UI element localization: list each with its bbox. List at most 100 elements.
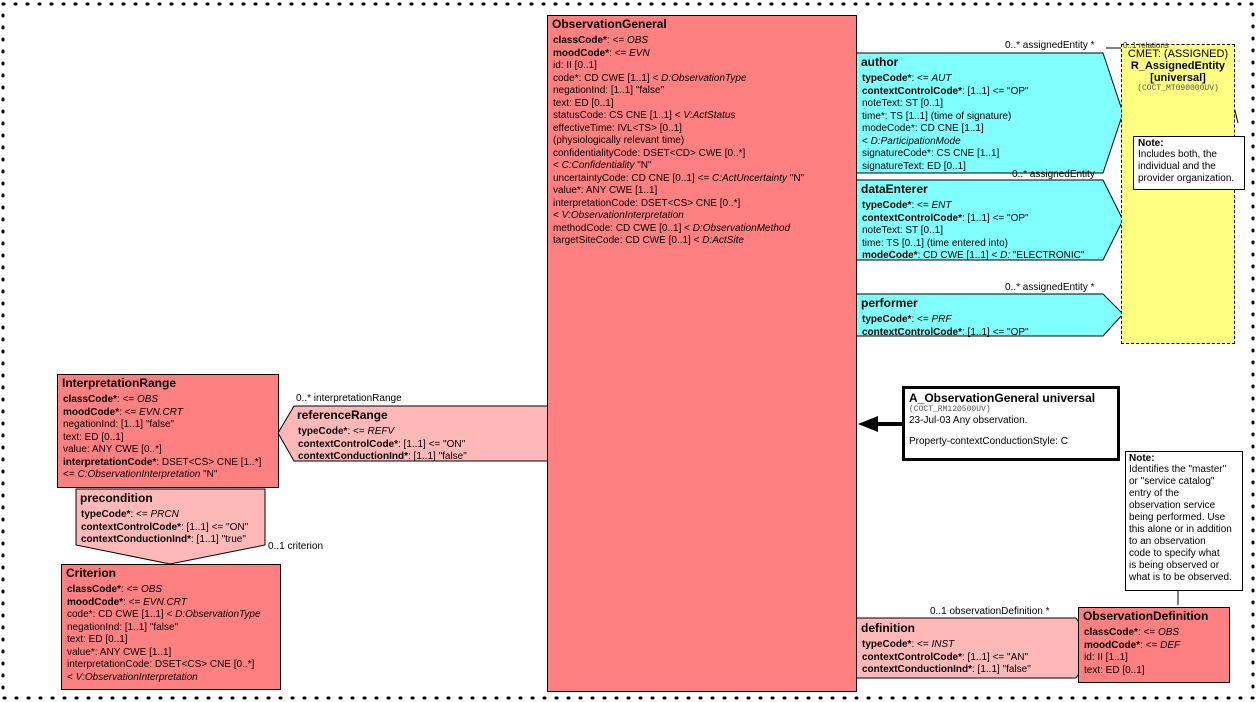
attribute-text: uncertaintyCode: CD CNE [0..1] <= (553, 172, 712, 184)
attribute-line: interpretationCode: DSET<CS> CNE [0..*] (548, 198, 856, 211)
note-line: to an observation (1129, 536, 1206, 547)
note-line: individual and the (1138, 161, 1216, 172)
attribute-line: contextControlCode*: [1..1] <= "OP" (857, 213, 1103, 226)
attribute-name: typeCode* (862, 314, 912, 325)
attribute-line: interpretationCode*: DSET<CS> CNE [1..*] (58, 457, 278, 470)
attribute-line: < C:Confidentiality "N" (548, 160, 856, 173)
attribute-text: signatureText: ED [0..1] (862, 160, 966, 172)
observation-definition-assoc-label: 0..1 observationDefinition * (930, 606, 1050, 617)
attribute-name: contextControlCode* (81, 521, 181, 533)
attribute-text: : [1..1] "false" (972, 664, 1031, 675)
attribute-text: modeCode*: CD CNE [1..1] (862, 123, 984, 134)
entry-point-style-line: Property-contextConductionStyle: C (909, 436, 1068, 447)
attribute-name: contextConductionInd* (862, 664, 972, 675)
attribute-line: negationInd: [1..1] "false" (62, 622, 280, 635)
attribute-domain: OBS (1157, 627, 1180, 638)
attribute-text: : <= (347, 426, 368, 437)
attribute-line: (physiologically relevant time) (548, 135, 856, 148)
attribute-text: : [1..1] "false" (408, 451, 467, 462)
attribute-text: negationInd: [1..1] "false" (553, 85, 665, 96)
attribute-name: moodCode* (63, 406, 120, 418)
attribute-text: : CD CWE [1..1] < (917, 250, 1001, 261)
attribute-name: typeCode* (862, 639, 912, 650)
attribute-line: text: ED [0..1] (548, 98, 856, 111)
attribute-line: text: ED [0..1] (1079, 665, 1229, 678)
attribute-line: id: II [0..1] (548, 60, 856, 73)
attribute-line: modeCode*: CD CWE [1..1] < D: "ELECTRONI… (857, 250, 1103, 263)
attribute-line: negationInd: [1..1] "false" (58, 419, 278, 432)
attribute-line: text: ED [0..1] (62, 634, 280, 647)
attribute-line: time: TS [0..1] (time entered into) (857, 238, 1103, 251)
attribute-line: code*: CD CWE [1..1] < D:ObservationType (62, 609, 280, 622)
note-line: what is to be observed. (1129, 572, 1232, 583)
attribute-text: : <= (911, 639, 932, 650)
attribute-domain: V:ObservationInterpretation (561, 210, 684, 221)
attribute-line: methodCode: CD CWE [0..1] < D:Observatio… (548, 223, 856, 236)
attribute-line: moodCode*: <= EVN (548, 48, 856, 61)
attribute-domain: D:ParticipationMode (870, 135, 961, 147)
criterion-assoc-label: 0..1 criterion (268, 541, 324, 552)
attribute-name: interpretationCode* (63, 456, 157, 468)
attribute-line: contextControlCode*: [1..1] <= "OP" (857, 86, 1103, 99)
attribute-name: typeCode* (298, 426, 348, 437)
attribute-line: typeCode*: <= PRF (857, 314, 1103, 327)
attribute-text: : <= (1140, 639, 1161, 651)
note-line: this alone or in addition (1129, 524, 1232, 535)
attribute-domain: EVN (629, 47, 650, 59)
attribute-line: contextConductionInd*: [1..1] "false" (857, 664, 1077, 677)
cmet-assigned-entity[interactable]: 0..1 relations CMET: (ASSIGNED) R_Assign… (1121, 41, 1235, 344)
cmet-code: (COCT_MT090000UV) (1137, 84, 1219, 93)
cmet-line3: [universal] (1150, 72, 1206, 84)
attribute-line: value: ANY CWE [0..*] (58, 444, 278, 457)
attribute-domain: OBS (136, 394, 159, 405)
note-line: observation service (1129, 500, 1216, 511)
entry-point-code: (COCT_RM120500UV) (909, 405, 991, 414)
attribute-name: moodCode* (67, 596, 124, 608)
observation-definition-class[interactable]: ObservationDefinition classCode*: <= OBS… (1078, 607, 1230, 683)
attribute-line: <= C:ObservationInterpretation "N" (58, 469, 278, 482)
attribute-text: noteText: ST [0..1] (862, 98, 943, 109)
attribute-text: : [1..1] <= "ON" (181, 521, 249, 533)
note-definition-body: Identifies the "master"or "service catal… (1129, 464, 1239, 584)
attribute-line: noteText: ST [0..1] (857, 225, 1103, 238)
attribute-line: modeCode*: CD CNE [1..1] (857, 123, 1103, 136)
attribute-text: value: ANY CWE [0..*] (63, 444, 162, 455)
attribute-domain: OBS (140, 584, 163, 595)
attribute-text: : <= (120, 584, 141, 595)
attribute-text: effectiveTime: IVL<TS> [0..1] (553, 122, 682, 134)
attribute-default: "N" (634, 160, 652, 171)
attribute-text: : [1..1] "true" (191, 534, 246, 545)
attribute-line: contextControlCode*: [1..1] <= "ON" (293, 439, 543, 452)
observation-general-title: ObservationGeneral (552, 17, 667, 31)
attribute-text: time*: TS [1..1] (time of signature) (862, 110, 1012, 122)
attribute-line: classCode*: <= OBS (548, 35, 856, 48)
attribute-line: value*: ANY CWE [1..1] (62, 647, 280, 660)
attribute-line: moodCode*: <= EVN.CRT (62, 597, 280, 610)
attribute-text: : [1..1] <= "OP" (962, 85, 1029, 97)
attribute-line: classCode*: <= OBS (62, 584, 280, 597)
note-line: being performed. Use (1129, 512, 1226, 523)
attribute-domain: V:ObservationInterpretation (75, 671, 198, 683)
attribute-name: modeCode* (862, 250, 918, 261)
attribute-line: time*: TS [1..1] (time of signature) (857, 111, 1103, 124)
attribute-domain: D:ObservationType (175, 609, 261, 620)
entry-point-box[interactable]: A_ObservationGeneral universal (COCT_RM1… (902, 386, 1120, 461)
attribute-text: : [1..1] <= "OP" (962, 326, 1029, 338)
note-author-head: Note: (1138, 138, 1164, 149)
attribute-text: : <= (1137, 627, 1158, 638)
author-title: author (861, 55, 899, 69)
attribute-name: contextControlCode* (298, 438, 398, 450)
